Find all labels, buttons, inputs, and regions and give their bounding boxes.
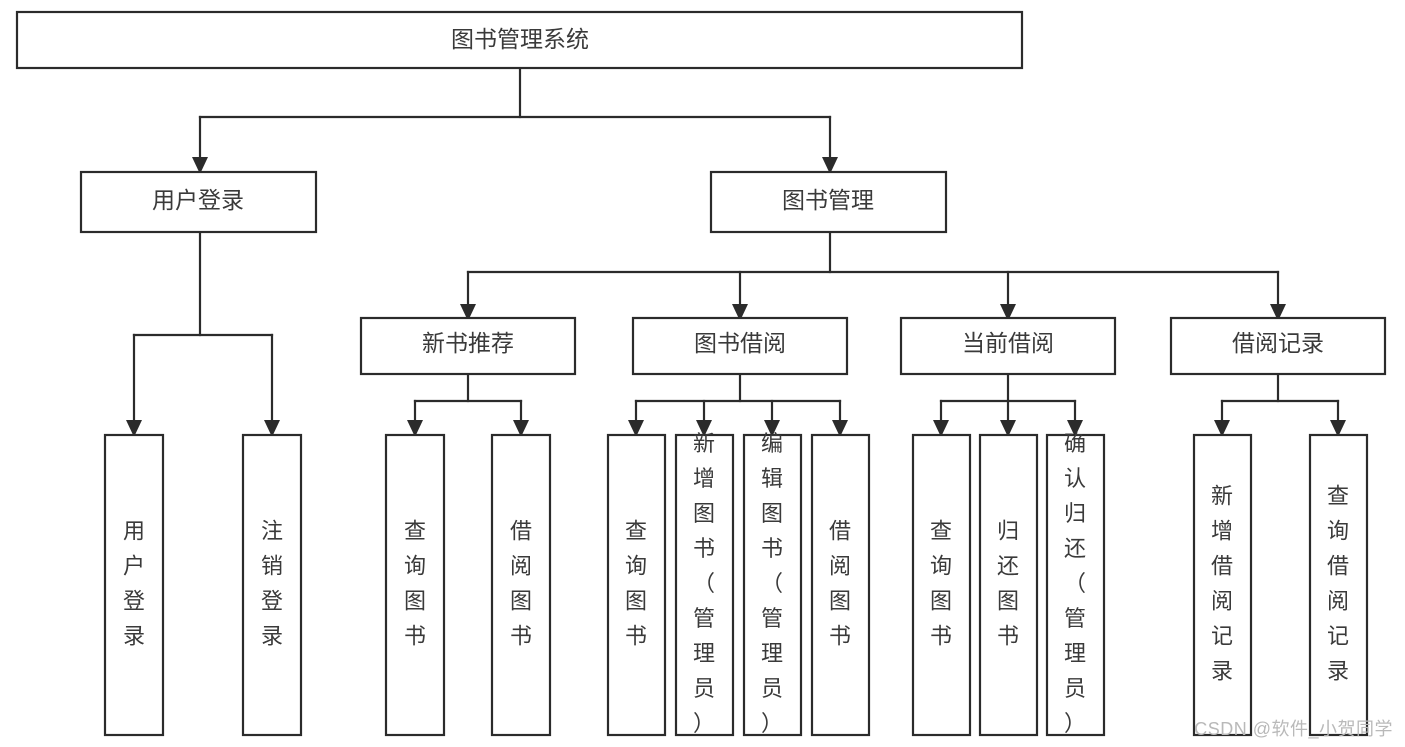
node-label: 借阅图书 — [510, 518, 532, 648]
arrowhead-icon — [1000, 420, 1016, 437]
node-box-rect — [490, 433, 552, 737]
node-user-login[interactable]: 用户登录 — [79, 170, 318, 234]
node-box-rect — [1169, 316, 1387, 376]
leaf-node-borrow-edit-admin[interactable]: 编辑图书（管理员） — [742, 431, 803, 737]
node-box-rect — [241, 433, 303, 737]
node-label: 新书推荐 — [422, 330, 514, 356]
node-box-rect — [79, 170, 318, 234]
arrowhead-icon — [732, 304, 748, 321]
node-box-rect — [384, 433, 446, 737]
node-current-borrow[interactable]: 当前借阅 — [899, 316, 1117, 376]
leaf-node-current-return[interactable]: 归还图书 — [978, 433, 1039, 737]
node-label: 当前借阅 — [962, 330, 1054, 356]
arrowheads-layer — [126, 157, 1346, 437]
node-box-rect — [742, 433, 803, 737]
node-book-borrow[interactable]: 图书借阅 — [631, 316, 849, 376]
arrowhead-icon — [822, 157, 838, 174]
arrowhead-icon — [832, 420, 848, 437]
node-label: 用户登录 — [123, 518, 145, 648]
node-box-rect — [103, 433, 165, 737]
csdn-watermark: CSDN @软件_小贺同学 — [1194, 719, 1393, 739]
node-label: 查询借阅记录 — [1327, 483, 1349, 683]
leaf-node-borrow-borrow-book[interactable]: 借阅图书 — [810, 433, 871, 737]
leaf-node-user-login-login[interactable]: 用户登录 — [103, 433, 165, 737]
node-box-rect — [978, 433, 1039, 737]
node-label: 借阅图书 — [829, 518, 851, 648]
node-box-rect — [1308, 433, 1369, 737]
node-box-rect — [15, 10, 1024, 70]
arrowhead-icon — [126, 420, 142, 437]
arrowhead-icon — [764, 420, 780, 437]
arrowhead-icon — [1214, 420, 1230, 437]
node-label: 图书借阅 — [694, 330, 786, 356]
node-borrow-record[interactable]: 借阅记录 — [1169, 316, 1387, 376]
node-label: 借阅记录 — [1232, 330, 1324, 356]
leaf-node-user-login-logout[interactable]: 注销登录 — [241, 433, 303, 737]
leaf-node-record-query[interactable]: 查询借阅记录 — [1308, 433, 1369, 737]
node-label: 归还图书 — [997, 518, 1019, 648]
arrowhead-icon — [1330, 420, 1346, 437]
arrowhead-icon — [460, 304, 476, 321]
node-box-rect — [359, 316, 577, 376]
connectors-layer — [132, 66, 1340, 423]
node-label: 图书管理 — [782, 187, 874, 213]
leaf-node-current-confirm-admin[interactable]: 确认归还（管理员） — [1045, 431, 1106, 737]
leaf-node-record-add[interactable]: 新增借阅记录 — [1192, 433, 1253, 737]
node-box-rect — [1192, 433, 1253, 737]
node-box-rect — [1045, 433, 1106, 737]
arrowhead-icon — [1270, 304, 1286, 321]
arrowhead-icon — [1000, 304, 1016, 321]
node-box-rect — [810, 433, 871, 737]
leaf-node-borrow-add-admin[interactable]: 新增图书（管理员） — [674, 431, 735, 737]
node-box-rect — [911, 433, 972, 737]
node-label: 确认归还（管理员） — [1064, 431, 1086, 736]
node-book-management[interactable]: 图书管理 — [709, 170, 948, 234]
node-label: 新增借阅记录 — [1211, 483, 1233, 683]
node-box-rect — [899, 316, 1117, 376]
node-label: 新增图书（管理员） — [693, 431, 715, 736]
arrowhead-icon — [1067, 420, 1083, 437]
node-label: 图书管理系统 — [451, 26, 589, 52]
node-box-rect — [631, 316, 849, 376]
node-box-rect — [674, 433, 735, 737]
arrowhead-icon — [513, 420, 529, 437]
leaf-node-newbook-borrow[interactable]: 借阅图书 — [490, 433, 552, 737]
leaf-node-newbook-query[interactable]: 查询图书 — [384, 433, 446, 737]
arrowhead-icon — [933, 420, 949, 437]
arrowhead-icon — [192, 157, 208, 174]
node-label: 编辑图书（管理员） — [761, 431, 783, 736]
node-label: 查询图书 — [930, 518, 952, 648]
arrowhead-icon — [696, 420, 712, 437]
leaf-node-borrow-query[interactable]: 查询图书 — [606, 433, 667, 737]
arrowhead-icon — [628, 420, 644, 437]
arrowhead-icon — [264, 420, 280, 437]
arrowhead-icon — [407, 420, 423, 437]
node-label: 查询图书 — [625, 518, 647, 648]
node-label: 用户登录 — [152, 187, 244, 213]
node-box-rect — [709, 170, 948, 234]
node-box-rect — [606, 433, 667, 737]
leaf-node-current-query[interactable]: 查询图书 — [911, 433, 972, 737]
node-new-book-recommend[interactable]: 新书推荐 — [359, 316, 577, 376]
node-label: 注销登录 — [261, 518, 283, 648]
node-title-system[interactable]: 图书管理系统 — [15, 10, 1024, 70]
node-label: 查询图书 — [404, 518, 426, 648]
